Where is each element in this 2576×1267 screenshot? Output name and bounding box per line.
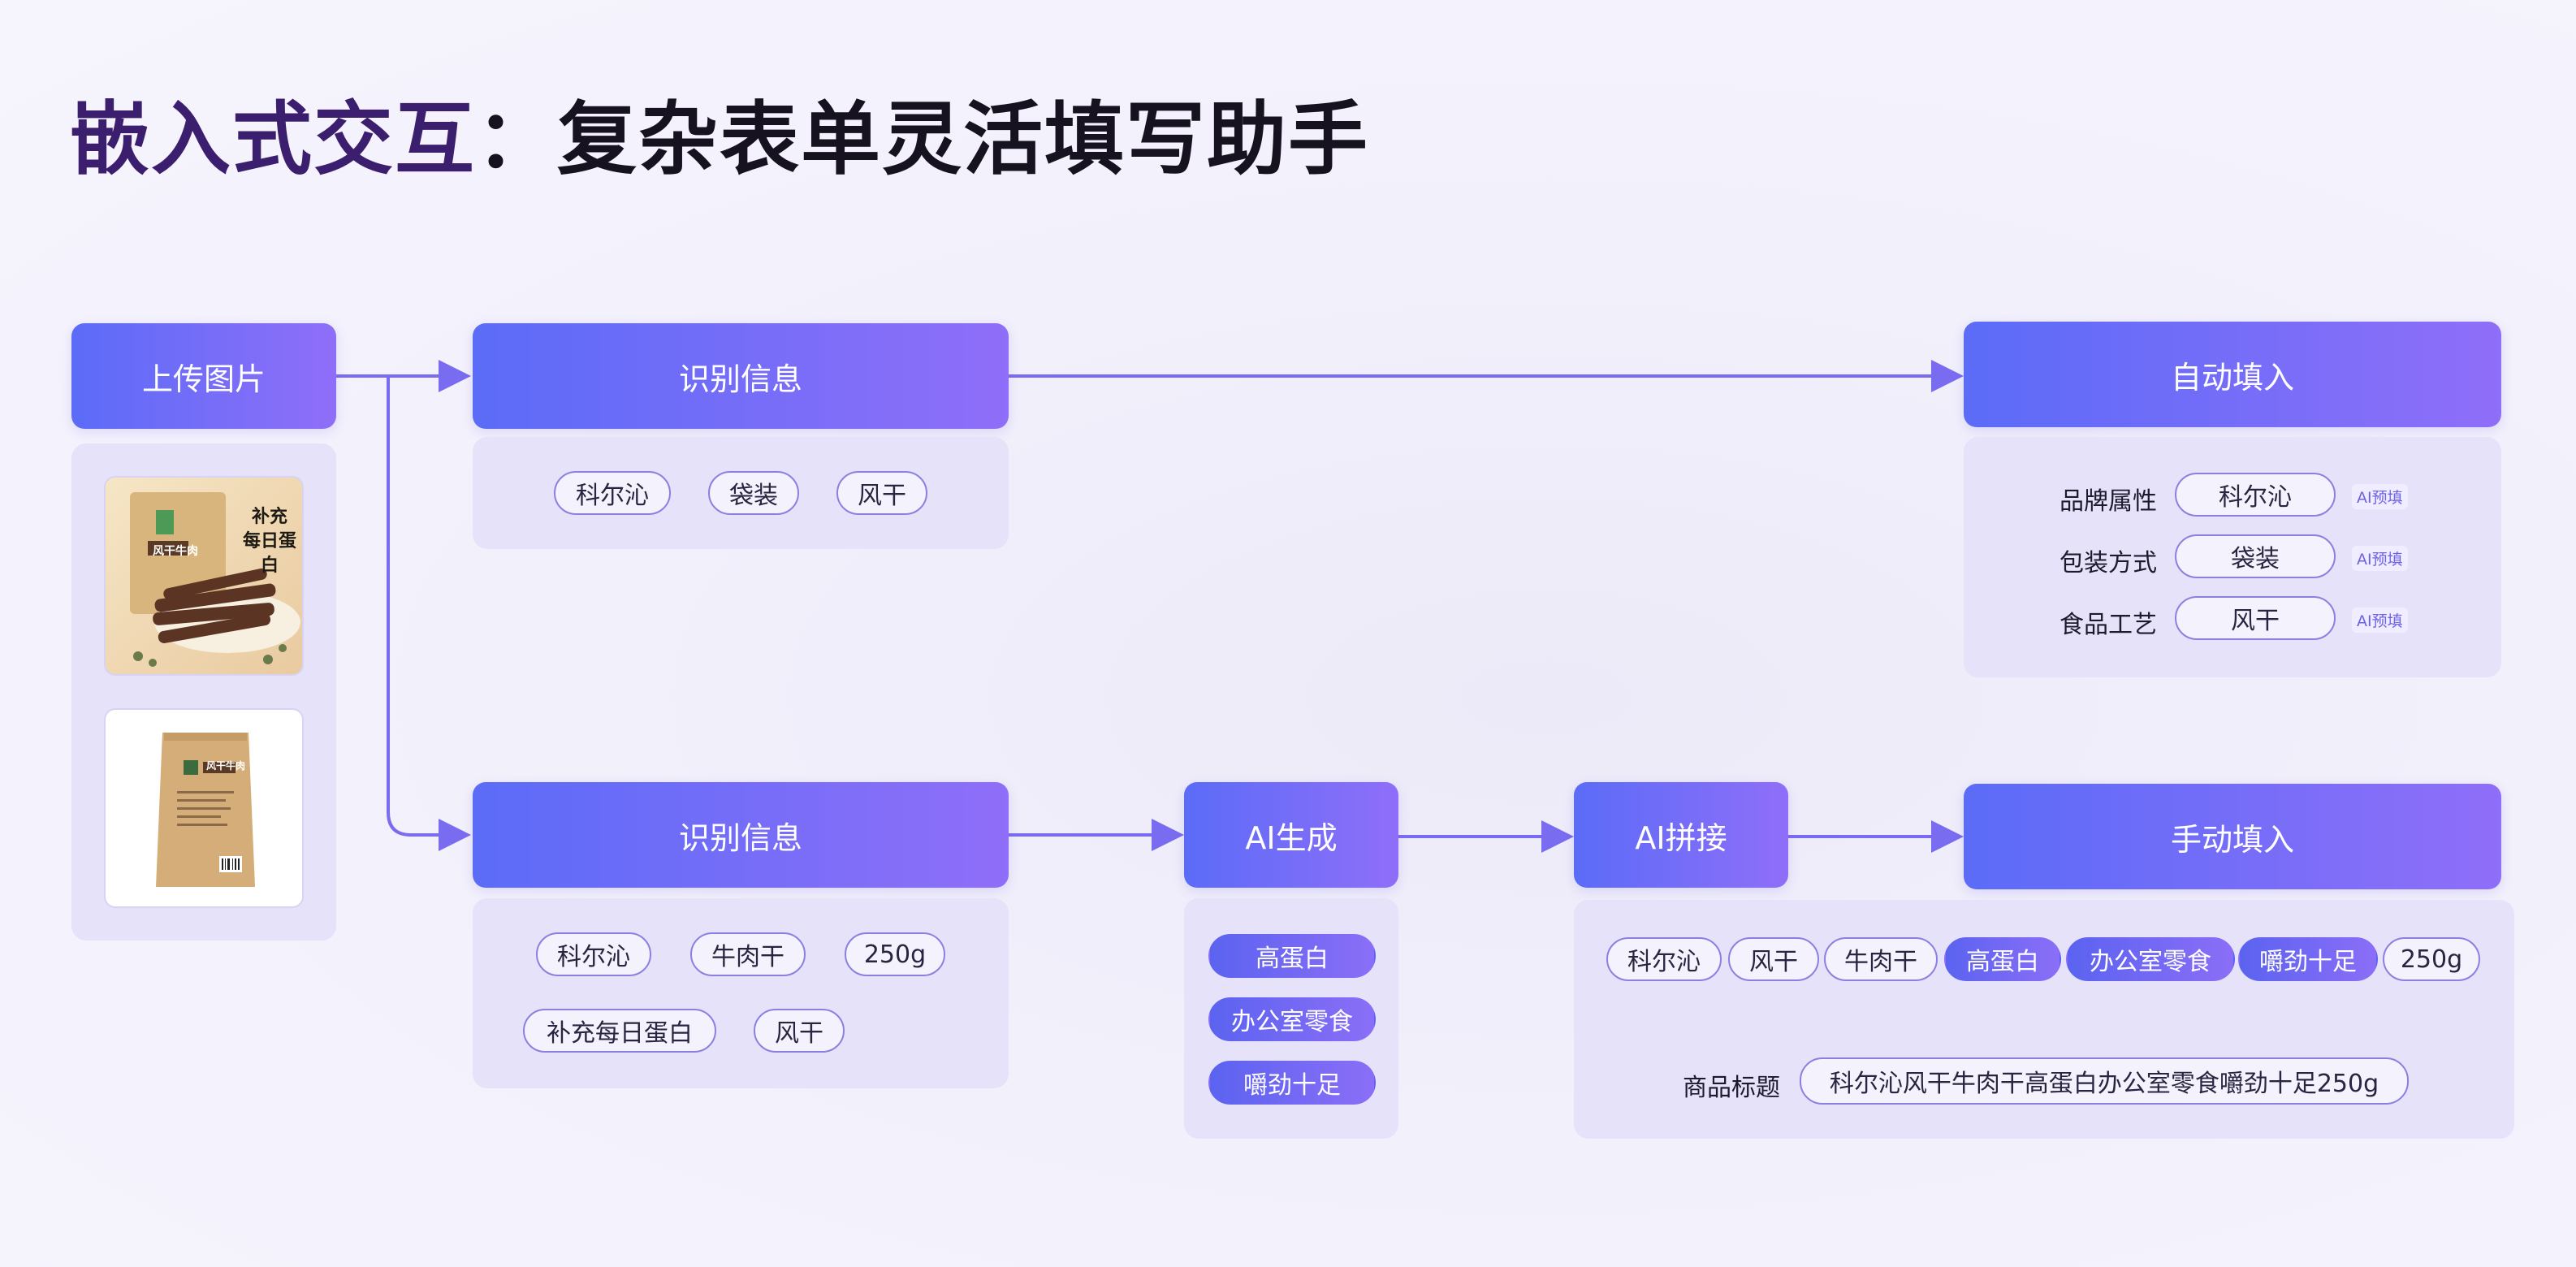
manual-header: 手动填入 <box>1964 784 2501 889</box>
photo-slogan-line1: 补充 <box>251 507 287 527</box>
jerky-bag-icon <box>130 492 300 667</box>
generated-tag: 高蛋白 <box>1208 934 1376 978</box>
arrow-upload-to-recognize-bottom <box>387 376 471 851</box>
title-rest: ：复杂表单灵活填写助手 <box>476 93 1370 186</box>
autofill-label-process: 食品工艺 <box>2060 611 2157 639</box>
splice-tag: 科尔沁 <box>1606 937 1722 981</box>
product-photo-back[interactable]: 风干牛肉 <box>104 708 304 908</box>
ai-prefill-badge: AI预填 <box>2352 546 2408 571</box>
autofill-header: 自动填入 <box>1964 322 2501 427</box>
autofill-field-brand[interactable]: 科尔沁 <box>2175 473 2336 517</box>
recognize-top-header: 识别信息 <box>473 323 1009 429</box>
generated-tag: 办公室零食 <box>1208 997 1376 1041</box>
autofill-field-packaging[interactable]: 袋装 <box>2175 534 2336 578</box>
ai-generate-header: AI生成 <box>1184 782 1398 888</box>
jerky-bag-back-icon <box>156 733 255 887</box>
tag-process: 风干 <box>754 1009 845 1053</box>
splice-tag-generated: 高蛋白 <box>1944 937 2061 981</box>
product-photo-front[interactable]: 补充 每日蛋白 风干牛肉 <box>104 476 304 676</box>
recognize-bottom-header: 识别信息 <box>473 782 1009 888</box>
splice-tag: 250g <box>2383 937 2480 981</box>
splice-tag: 风干 <box>1728 937 1819 981</box>
product-title-field[interactable]: 科尔沁风干牛肉干高蛋白办公室零食嚼劲十足250g <box>1800 1057 2409 1105</box>
photo-slogan-line2: 每日蛋白 <box>242 531 296 576</box>
ai-prefill-badge: AI预填 <box>2352 484 2408 509</box>
tag-product-type: 牛肉干 <box>690 932 806 976</box>
tag-brand: 科尔沁 <box>536 932 651 976</box>
autofill-field-process[interactable]: 风干 <box>2175 596 2336 640</box>
photo-back-brand-text: 风干牛肉 <box>206 760 246 772</box>
photo-brand-text: 风干牛肉 <box>153 545 198 558</box>
tag-slogan: 补充每日蛋白 <box>523 1009 716 1053</box>
recognize-bottom-panel <box>473 898 1009 1088</box>
ai-splice-header: AI拼接 <box>1574 782 1788 888</box>
autofill-label-packaging: 包装方式 <box>2060 549 2157 577</box>
splice-tag: 牛肉干 <box>1824 937 1938 981</box>
ai-prefill-badge: AI预填 <box>2352 608 2408 633</box>
result-label: 商品标题 <box>1683 1074 1780 1102</box>
tag-process: 风干 <box>836 471 927 515</box>
autofill-label-brand: 品牌属性 <box>2060 487 2157 516</box>
upload-header: 上传图片 <box>71 323 336 429</box>
splice-tag-generated: 办公室零食 <box>2066 937 2235 981</box>
tag-weight: 250g <box>845 932 945 976</box>
splice-tag-generated: 嚼劲十足 <box>2238 937 2378 981</box>
tag-packaging: 袋装 <box>708 471 799 515</box>
generated-tag: 嚼劲十足 <box>1208 1061 1376 1105</box>
title-accent: 嵌入式交互 <box>70 93 477 186</box>
tag-brand: 科尔沁 <box>554 471 671 515</box>
page-title: 嵌入式交互：复杂表单灵活填写助手 <box>70 75 1369 190</box>
